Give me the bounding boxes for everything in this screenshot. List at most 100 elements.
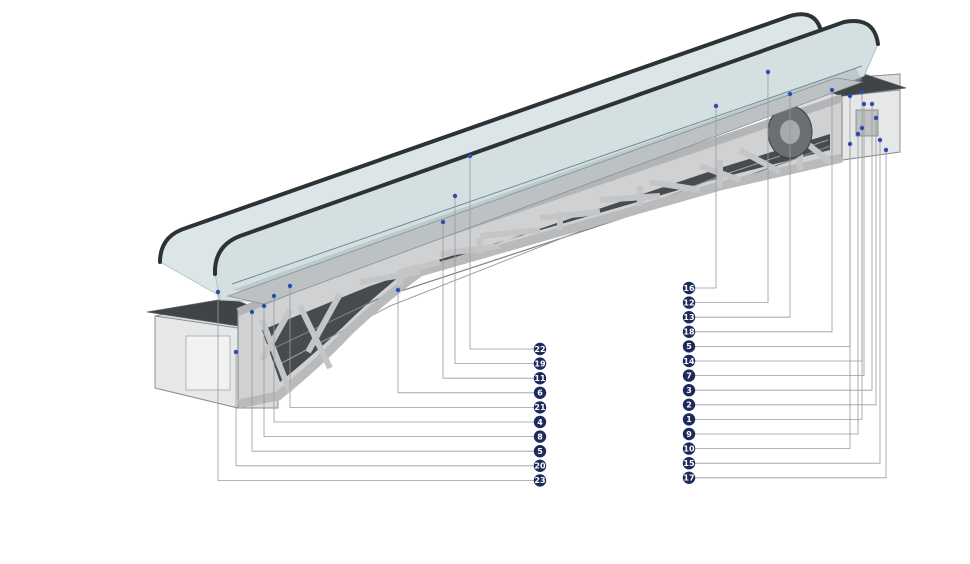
callout-badge-circle [682,296,696,309]
callout-number: 16 [683,284,695,293]
anchor-dot [261,303,267,309]
leader-line [289,286,534,408]
callout-badge-circle [682,398,696,411]
front-balustrade [212,19,880,303]
callout-number: 5 [537,447,543,456]
callout-number: 13 [683,313,694,322]
anchor-dot [452,193,458,199]
anchor-dot [847,141,853,147]
anchor-dot [233,349,239,355]
callout-number: 8 [537,432,543,441]
callout-badge-circle [533,430,547,443]
callout-number: 3 [686,386,692,395]
callout-number: 9 [686,430,692,439]
anchor-dot [287,283,293,289]
callout-badge-circle [533,386,547,399]
callout-badge-circle [682,413,696,426]
leader-line [695,104,865,376]
callout-badge: 21 [533,401,547,414]
escalator-illustration [146,12,907,409]
callout-badge: 17 [682,471,696,484]
leader-line [695,106,717,289]
callout-anchor-dots [215,69,889,355]
leader-line [695,90,833,333]
callout-badge-circle [682,281,696,295]
callout-badge-circle [533,474,547,487]
callout-badge-circle [533,459,547,472]
callout-badge-circle [682,384,696,397]
callout-badge: 23 [533,474,547,487]
callout-number: 17 [683,474,694,483]
callout-badge-circle [682,427,696,441]
callout-number: 19 [534,359,546,368]
callout-column-right: 16 12 13 18 5 14 7 3 2 1 9 10 15 17 [682,281,696,484]
deck-board [226,77,864,305]
callout-badge: 2 [682,398,696,411]
callout-number: 23 [534,476,545,485]
leader-line [273,296,534,423]
callout-badge-circle [682,457,696,470]
leader-line [469,156,534,350]
callout-badge: 5 [682,340,696,353]
callout-badge-circle [682,471,696,484]
anchor-dot [829,87,835,93]
leader-line [695,104,873,391]
callout-number: 22 [534,345,545,354]
leader-line [695,72,769,303]
callout-badge-circle [533,445,547,458]
callout-badge: 18 [682,325,696,338]
callout-badge-circle [682,442,696,455]
anchor-dot [787,91,793,97]
callout-badge: 16 [682,281,696,295]
callout-badge: 19 [533,357,547,370]
callout-badge: 15 [682,457,696,470]
anchor-dot [883,147,889,153]
leader-line [695,144,851,449]
callout-badge: 7 [682,369,696,382]
anchor-dot [765,69,771,75]
leader-line [695,134,859,435]
anchor-dot [467,153,473,159]
anchor-dot [395,287,401,293]
callout-number: 7 [686,371,692,380]
leader-line [263,306,534,437]
callout-number: 20 [534,462,546,471]
truss-frame [236,94,844,409]
leader-line [217,292,534,481]
callout-badge: 1 [682,413,696,426]
callout-number: 10 [683,444,695,453]
callout-number: 4 [537,418,543,427]
callout-badge: 4 [533,415,547,429]
callout-badge-circle [533,415,547,429]
callout-number: 1 [686,415,692,424]
callout-badge-circle [682,369,696,382]
callout-badge-circle [533,342,547,356]
callout-badge-circle [533,372,547,385]
callout-number: 11 [534,374,546,383]
anchor-dot [859,125,865,131]
anchor-dot [873,115,879,121]
leader-line [454,196,534,364]
leader-line [235,352,534,467]
callout-number: 2 [686,401,692,410]
leader-line [695,150,887,479]
callout-badge: 20 [533,459,547,472]
callout-badge: 12 [682,296,696,309]
callout-number: 15 [683,459,695,468]
callout-number: 18 [683,328,695,337]
leader-line [695,140,881,464]
callout-badge: 13 [682,311,696,324]
anchor-dot [877,137,883,143]
leader-line [251,312,534,452]
anchor-dot [249,309,255,315]
anchor-dot [847,93,853,99]
callout-badge: 14 [682,354,696,368]
callout-number: 5 [686,342,692,351]
callout-badge-circle [533,401,547,414]
anchor-dot [855,131,861,137]
callout-badge-circle [533,357,547,370]
callout-badge: 8 [533,430,547,443]
callout-number: 21 [534,403,546,412]
